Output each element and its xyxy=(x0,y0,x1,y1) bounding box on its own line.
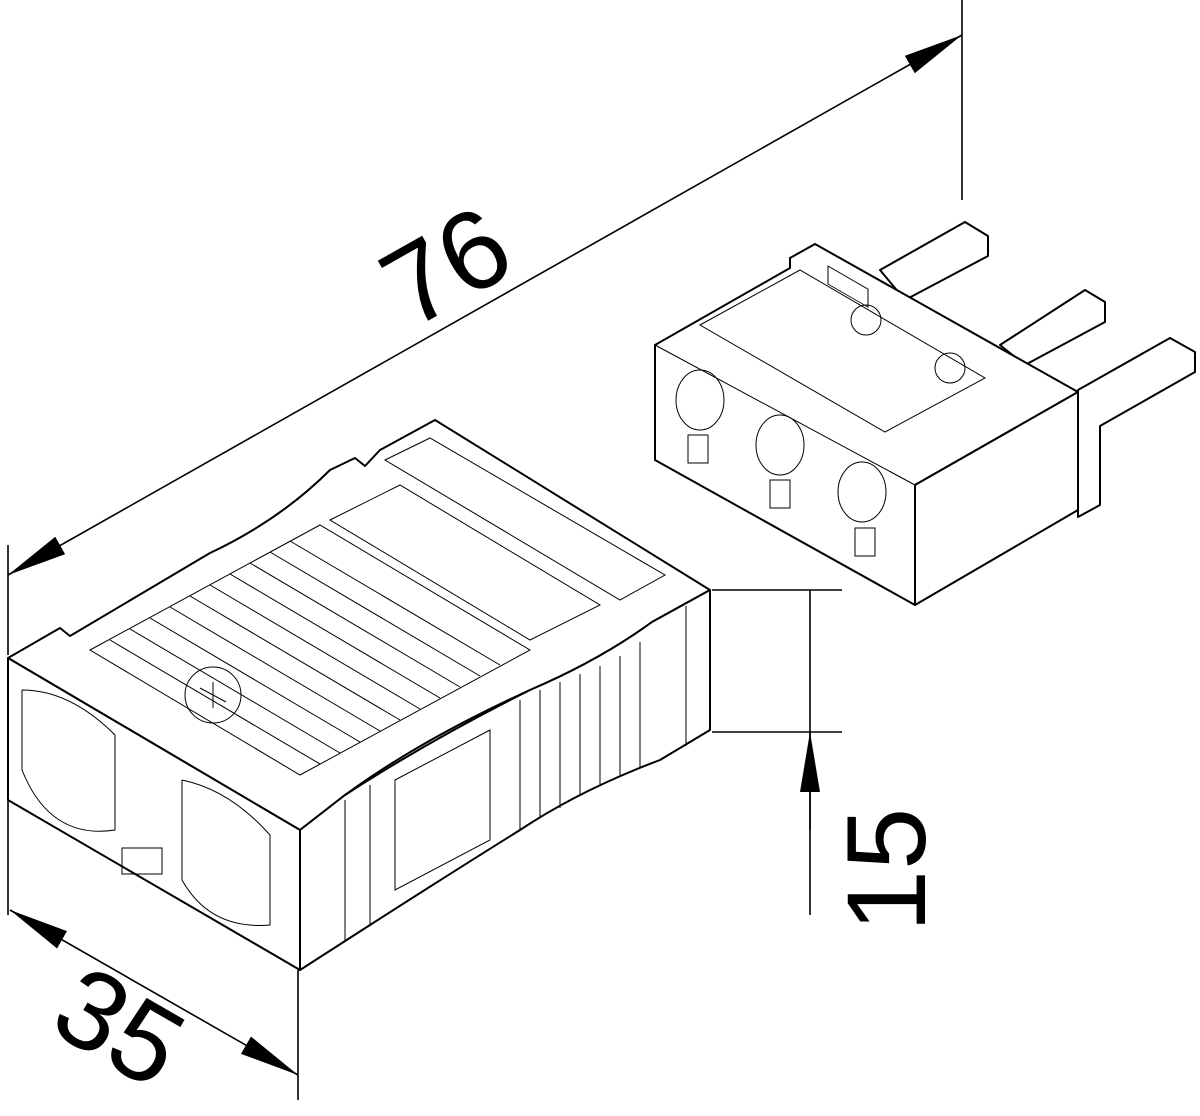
plug-slot xyxy=(827,265,869,308)
plug-terminal xyxy=(675,369,725,431)
socket-side-window xyxy=(394,729,491,891)
plug-release xyxy=(854,527,876,557)
screw-head xyxy=(184,666,242,724)
plug-release xyxy=(769,479,791,509)
socket-label-area xyxy=(383,437,667,601)
socket-ribbed-panel xyxy=(88,524,532,776)
plug-terminal xyxy=(755,414,805,476)
screw-cross-icon xyxy=(199,682,227,708)
plug-pin xyxy=(879,221,989,301)
socket-side-ribs xyxy=(344,606,687,940)
dimension-line xyxy=(9,909,299,1076)
socket-ribs xyxy=(109,540,501,765)
dimension-label-height: 15 xyxy=(824,808,949,933)
socket-slot xyxy=(121,847,163,875)
socket-entry-opening xyxy=(21,689,116,832)
dimension-label-width: 35 xyxy=(34,941,204,1112)
dimension-label-length: 76 xyxy=(361,181,531,351)
socket-label-area xyxy=(328,484,602,641)
plug-release xyxy=(687,434,709,464)
plug-terminal xyxy=(837,461,887,523)
plug-top-panel xyxy=(698,269,987,433)
socket-side-face xyxy=(299,589,711,971)
plug-hole xyxy=(934,352,966,384)
connector-plug xyxy=(654,221,1196,606)
plug-side-face xyxy=(914,391,1079,606)
socket-entry-opening xyxy=(181,779,271,926)
plug-pin xyxy=(999,289,1106,366)
dimension-line xyxy=(7,34,963,576)
plug-body xyxy=(654,243,1079,606)
plug-hole xyxy=(850,304,882,336)
plug-pin xyxy=(1077,337,1196,518)
connector-socket xyxy=(7,419,711,971)
dimension-height: 15 xyxy=(712,589,949,933)
